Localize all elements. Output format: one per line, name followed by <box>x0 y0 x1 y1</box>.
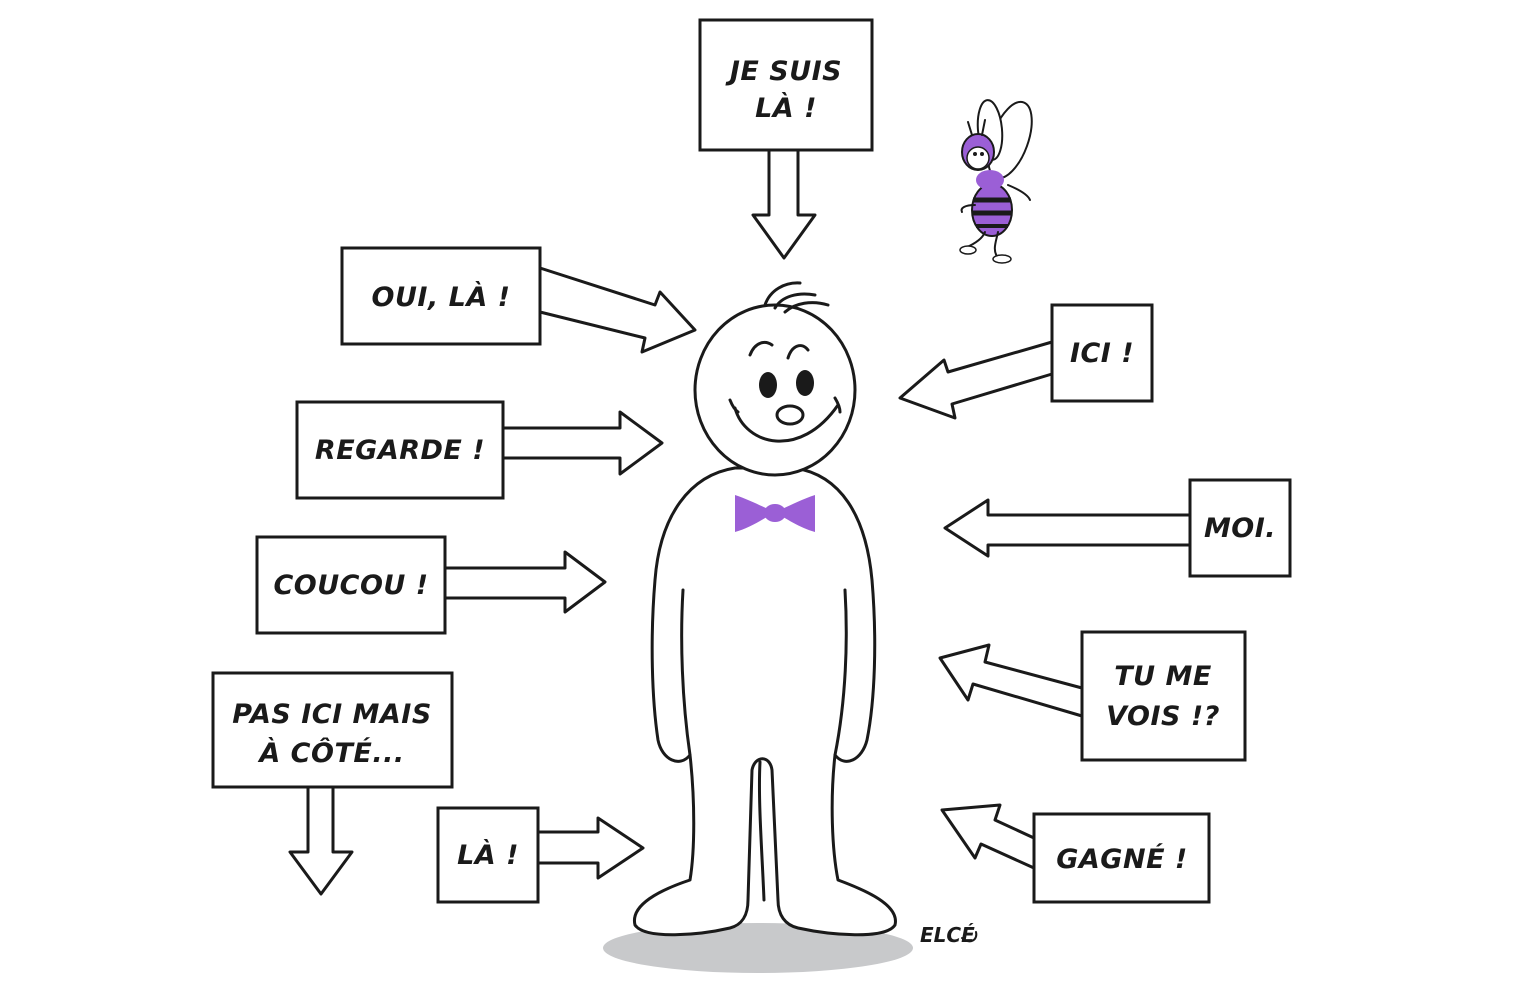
sign-la: LÀ ! <box>436 806 645 904</box>
sign-text: LÀ ! <box>457 839 519 871</box>
sign-text: GAGNÉ ! <box>1056 843 1187 875</box>
sign-text: LÀ ! <box>755 92 817 124</box>
sign-moi: MOI. <box>943 478 1292 578</box>
sign-text: COUCOU ! <box>273 570 428 601</box>
sign-gagne: GAGNÉ ! <box>940 803 1211 904</box>
sign-regarde: REGARDE ! <box>295 400 664 500</box>
bow-tie-icon <box>735 495 815 532</box>
character-figure <box>633 281 897 937</box>
sign-text: ICI ! <box>1070 338 1134 369</box>
sign-text: VOIS !? <box>1106 701 1220 732</box>
sign-je-suis-la: JE SUIS LÀ ! <box>698 18 874 260</box>
sign-coucou: COUCOU ! <box>255 535 607 635</box>
sign-pas-ici: PAS ICI MAIS À CÔTÉ... <box>211 671 454 896</box>
sign-text: REGARDE ! <box>315 435 485 466</box>
sign-text: OUI, LÀ ! <box>372 281 511 313</box>
sign-ici: ICI ! <box>898 303 1154 420</box>
sign-text: PAS ICI MAIS <box>232 699 432 730</box>
bee-icon <box>959 99 1033 264</box>
sign-text: À CÔTÉ... <box>257 737 404 769</box>
sign-text: TU ME <box>1114 661 1212 692</box>
sign-text: JE SUIS <box>725 56 842 87</box>
sign-oui-la: OUI, LÀ ! <box>340 246 697 354</box>
sign-tu-me-vois: TU ME VOIS !? <box>938 630 1247 762</box>
sign-text: MOI. <box>1204 513 1276 544</box>
artist-signature: ELCÉ <box>920 923 975 947</box>
